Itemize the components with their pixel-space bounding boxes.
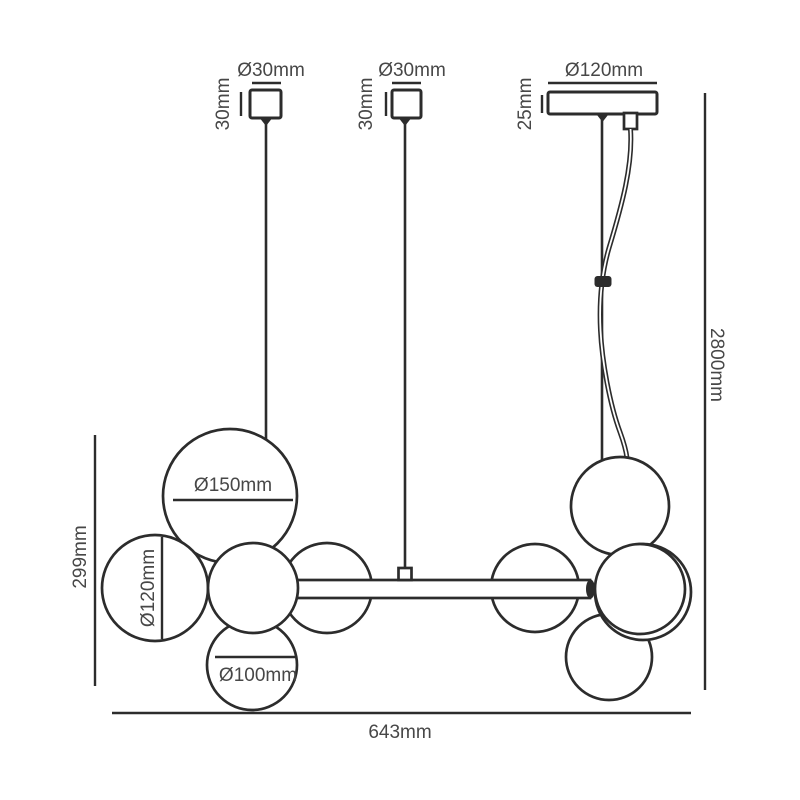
left-canopy: Ø30mm 30mm: [213, 60, 305, 130]
cord-clip: [594, 276, 612, 287]
cord-strain-relief: [622, 111, 639, 131]
middle-canopy-height-label: 30mm: [356, 78, 377, 131]
left-canopy-cable-grip: [260, 119, 272, 126]
left-sphere-cluster-front: [100, 533, 300, 712]
ceiling-plate-body: [546, 90, 659, 116]
suspension-cables: [264, 116, 634, 569]
fixture-height-label: 299mm: [70, 525, 91, 588]
ceiling-plate-diameter-label: Ø120mm: [565, 60, 643, 81]
right-cluster-end-sphere: [593, 542, 693, 642]
bar-end-cap: [586, 579, 595, 599]
middle-cable-connector: [397, 566, 413, 582]
right-cluster-top-sphere: [569, 455, 671, 557]
middle-canopy-diameter-label: Ø30mm: [378, 60, 446, 81]
medium-sphere-diameter-label: Ø120mm: [138, 549, 159, 627]
horizontal-bar: [251, 578, 592, 600]
left-cluster-center-sphere: [206, 541, 300, 635]
small-sphere-diameter-label: Ø100mm: [219, 665, 297, 686]
left-canopy-height-label: 30mm: [213, 78, 234, 131]
left-sphere-cluster-back: [161, 427, 374, 635]
power-cord-highlight: [599, 128, 632, 459]
ceiling-plate: Ø120mm 25mm: [515, 60, 659, 131]
left-canopy-diameter-label: Ø30mm: [237, 60, 305, 81]
fixture-width-label: 643mm: [368, 722, 431, 743]
ceiling-plate-height-label: 25mm: [515, 78, 536, 131]
large-sphere-diameter-label: Ø150mm: [194, 475, 272, 496]
left-canopy-body: [248, 88, 283, 120]
middle-canopy: Ø30mm 30mm: [356, 60, 446, 130]
sphere-dimensions: Ø150mm Ø120mm Ø100mm: [138, 475, 297, 686]
suspension-height-label: 2800mm: [706, 328, 727, 402]
overall-dimensions: 299mm 643mm 2800mm: [70, 93, 727, 743]
right-cluster-end-sphere-inner: [593, 542, 687, 636]
middle-canopy-body: [390, 88, 423, 120]
